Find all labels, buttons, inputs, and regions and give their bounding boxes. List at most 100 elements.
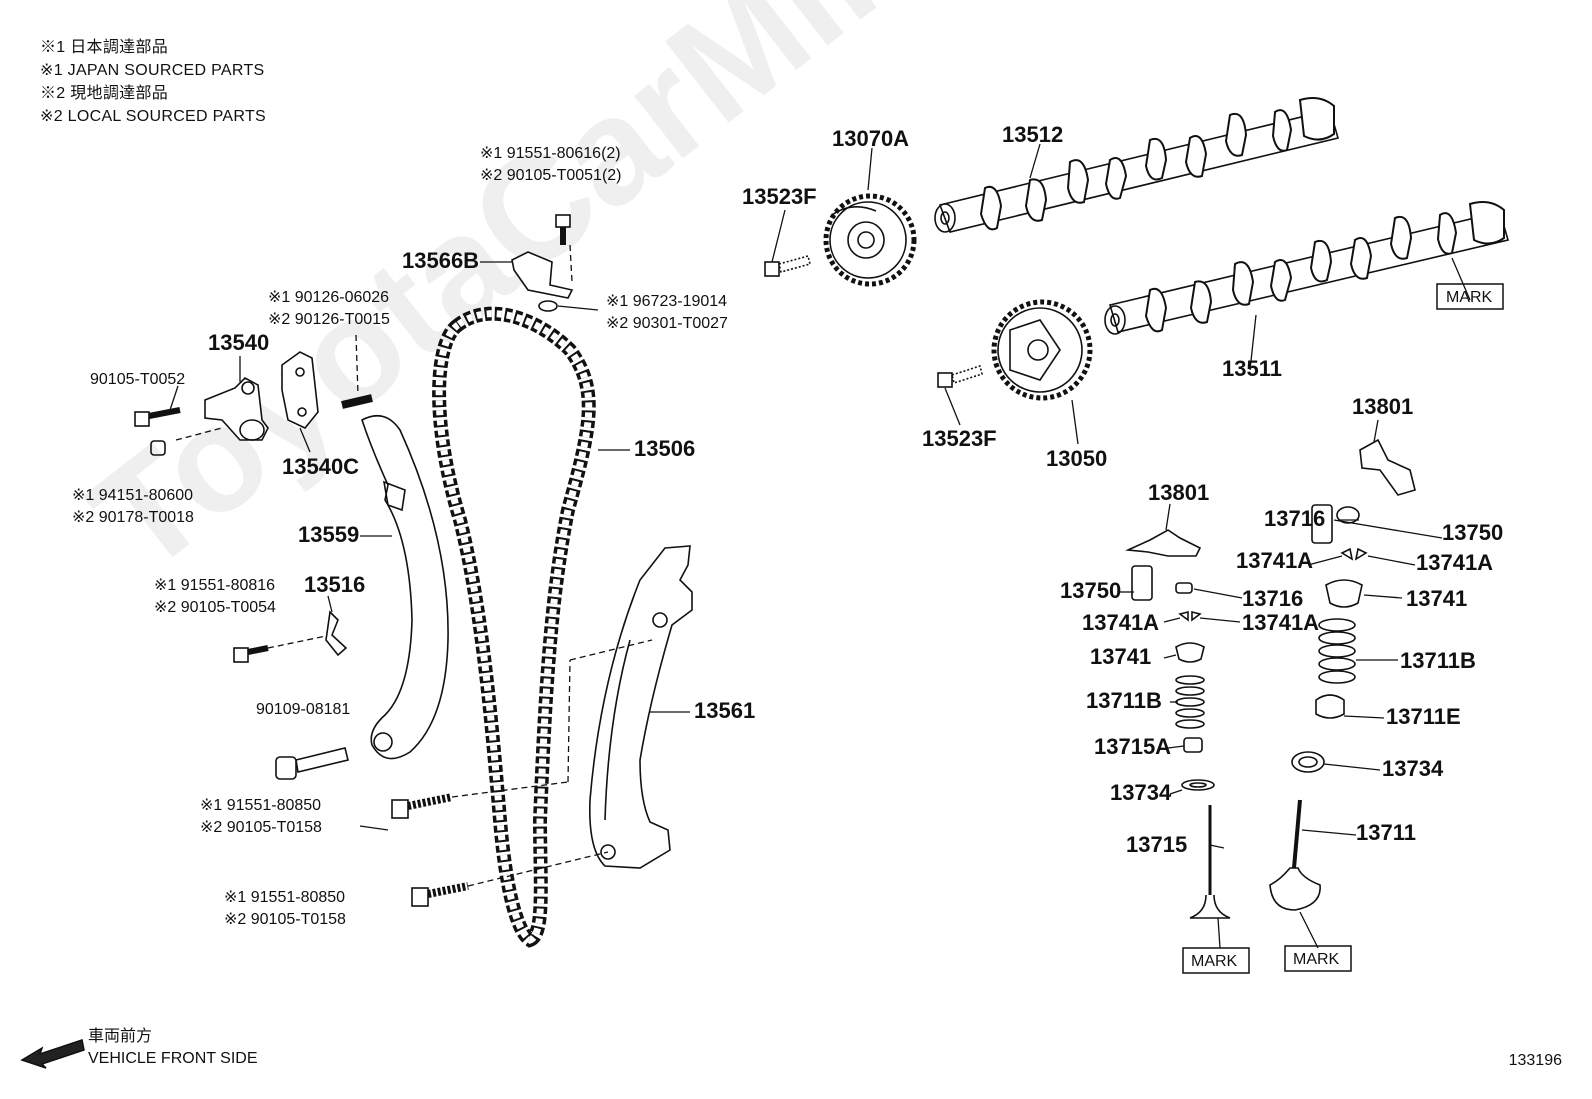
label-13715: 13715 <box>1126 832 1187 857</box>
label-90105-T0054: ※2 90105-T0054 <box>154 599 276 616</box>
label-13741A-3: 13741A <box>1082 610 1159 635</box>
label-90178-T0018: ※2 90178-T0018 <box>72 509 194 526</box>
label-13559: 13559 <box>298 522 359 547</box>
bolt-13523F-top[interactable] <box>764 255 811 277</box>
label-90109-08181: 90109-08181 <box>256 701 350 718</box>
mark-label-exhaust-valve: MARK <box>1191 953 1238 970</box>
bolt-13523F-bottom[interactable] <box>937 364 983 388</box>
diagram-id: 133196 <box>1508 1052 1562 1069</box>
label-91551-80616: ※1 91551-80616(2) <box>480 145 621 162</box>
valve-spring-13711B-left[interactable] <box>1175 675 1205 729</box>
label-13516: 13516 <box>304 572 365 597</box>
legend-line-4: ※2 LOCAL SOURCED PARTS <box>40 108 266 125</box>
bolt-91551-80816[interactable] <box>233 645 269 663</box>
label-13711: 13711 <box>1356 820 1416 845</box>
label-13566B: 13566B <box>402 248 479 273</box>
label-13711B-left: 13711B <box>1086 688 1162 713</box>
label-13711E: 13711E <box>1386 704 1461 729</box>
valve-stem-seal-13711E[interactable] <box>1315 694 1345 719</box>
label-13512: 13512 <box>1002 122 1063 147</box>
label-90126-06026: ※1 90126-06026 <box>268 289 389 306</box>
valve-spring-seat-13734-left[interactable] <box>1181 779 1215 791</box>
shim-13716-left[interactable] <box>1175 582 1193 594</box>
camshaft-timing-gear-13070A[interactable] <box>823 193 917 287</box>
vehicle-front-jp: 車両前方 <box>88 1028 153 1045</box>
tensioner-gasket-13540C[interactable] <box>281 351 319 429</box>
legend: ※1 日本調達部品 ※1 JAPAN SOURCED PARTS ※2 現地調達… <box>40 36 266 128</box>
label-90126-T0015: ※2 90126-T0015 <box>268 311 390 328</box>
label-13801-right: 13801 <box>1352 394 1413 419</box>
bolt-91551-80850-b[interactable] <box>411 882 469 907</box>
lash-adjuster-13750-left[interactable] <box>1131 565 1153 601</box>
bolt-90109-08181[interactable] <box>275 747 349 780</box>
exhaust-valve-13715[interactable] <box>1189 805 1231 919</box>
vehicle-front-note: 車両前方 VEHICLE FRONT SIDE <box>88 1026 258 1070</box>
intake-valve-13711[interactable] <box>1269 799 1321 911</box>
label-90105-T0051: ※2 90105-T0051(2) <box>480 167 622 184</box>
label-96723-19014: ※1 96723-19014 <box>606 293 727 310</box>
lash-adjuster-13750-right[interactable] <box>1311 504 1333 544</box>
guide-13516[interactable] <box>325 610 348 657</box>
label-13523F-bottom: 13523F <box>922 426 997 451</box>
stud-90126[interactable] <box>341 394 373 409</box>
label-13540: 13540 <box>208 330 269 355</box>
rocker-arm-13801-right[interactable] <box>1359 438 1416 496</box>
vehicle-front-en: VEHICLE FRONT SIDE <box>88 1050 258 1067</box>
label-91551-80850-a: ※1 91551-80850 <box>200 797 321 814</box>
mark-label-camshaft: MARK <box>1446 289 1493 306</box>
label-13506: 13506 <box>634 436 695 461</box>
bolt-91551-80850-a[interactable] <box>391 793 453 819</box>
label-90301-T0027: ※2 90301-T0027 <box>606 315 728 332</box>
nut-94151-80600[interactable] <box>150 440 166 456</box>
label-13540C: 13540C <box>282 454 359 479</box>
label-90105-T0158-b: ※2 90105-T0158 <box>224 911 346 928</box>
rocker-arm-13801-left[interactable] <box>1124 529 1202 557</box>
label-13561: 13561 <box>694 698 755 723</box>
label-13801-left: 13801 <box>1148 480 1209 505</box>
legend-line-2: ※1 JAPAN SOURCED PARTS <box>40 62 265 79</box>
label-13750-right: 13750 <box>1442 520 1503 545</box>
bolt-91551-80616[interactable] <box>555 214 571 245</box>
valve-stem-seal-13715A[interactable] <box>1183 737 1203 753</box>
camshaft-timing-sprocket-13050[interactable] <box>991 299 1093 401</box>
label-90105-T0052: 90105-T0052 <box>90 371 185 388</box>
label-91551-80816: ※1 91551-80816 <box>154 577 275 594</box>
spring-retainer-13741-right[interactable] <box>1325 579 1363 608</box>
bolt-90105-T0052[interactable] <box>134 407 181 427</box>
valve-keeper-13741A[interactable] <box>1178 547 1368 622</box>
label-13741A-1: 13741A <box>1236 548 1313 573</box>
label-94151-80600: ※1 94151-80600 <box>72 487 193 504</box>
spring-retainer-13741-left[interactable] <box>1175 642 1205 663</box>
timing-chain-13506[interactable] <box>432 306 596 948</box>
valve-spring-13711B-right[interactable] <box>1318 618 1356 684</box>
label-13734-right: 13734 <box>1382 756 1444 781</box>
label-90105-T0158-a: ※2 90105-T0158 <box>200 819 322 836</box>
label-91551-80850-b: ※1 91551-80850 <box>224 889 345 906</box>
chain-tensioner-slipper-13559[interactable] <box>361 414 449 760</box>
shim-13716-right[interactable] <box>1336 506 1360 524</box>
camshaft-13512[interactable] <box>934 97 1339 233</box>
chain-vibration-damper-13561[interactable] <box>588 545 693 869</box>
label-13711B-right: 13711B <box>1400 648 1476 673</box>
chain-tensioner-13540[interactable] <box>204 377 269 441</box>
label-13716-right: 13716 <box>1264 506 1325 531</box>
label-13050: 13050 <box>1046 446 1107 471</box>
label-13523F-top: 13523F <box>742 184 817 209</box>
label-13741A-4: 13741A <box>1242 610 1319 635</box>
label-13716-left: 13716 <box>1242 586 1303 611</box>
label-13734-left: 13734 <box>1110 780 1172 805</box>
label-13715A: 13715A <box>1094 734 1171 759</box>
bracket-13566B[interactable] <box>511 251 574 299</box>
label-13741-right: 13741 <box>1406 586 1467 611</box>
legend-line-3: ※2 現地調達部品 <box>40 85 169 102</box>
camshaft-13511[interactable] <box>1104 201 1509 335</box>
oring-96723-19014[interactable] <box>538 300 558 312</box>
vehicle-front-arrow-icon <box>20 1039 85 1069</box>
label-13070A: 13070A <box>832 126 909 151</box>
label-13741-left: 13741 <box>1090 644 1151 669</box>
valve-spring-seat-13734-right[interactable] <box>1291 751 1325 773</box>
label-13511: 13511 <box>1222 356 1282 381</box>
label-13750-left: 13750 <box>1060 578 1121 603</box>
label-13741A-2: 13741A <box>1416 550 1493 575</box>
